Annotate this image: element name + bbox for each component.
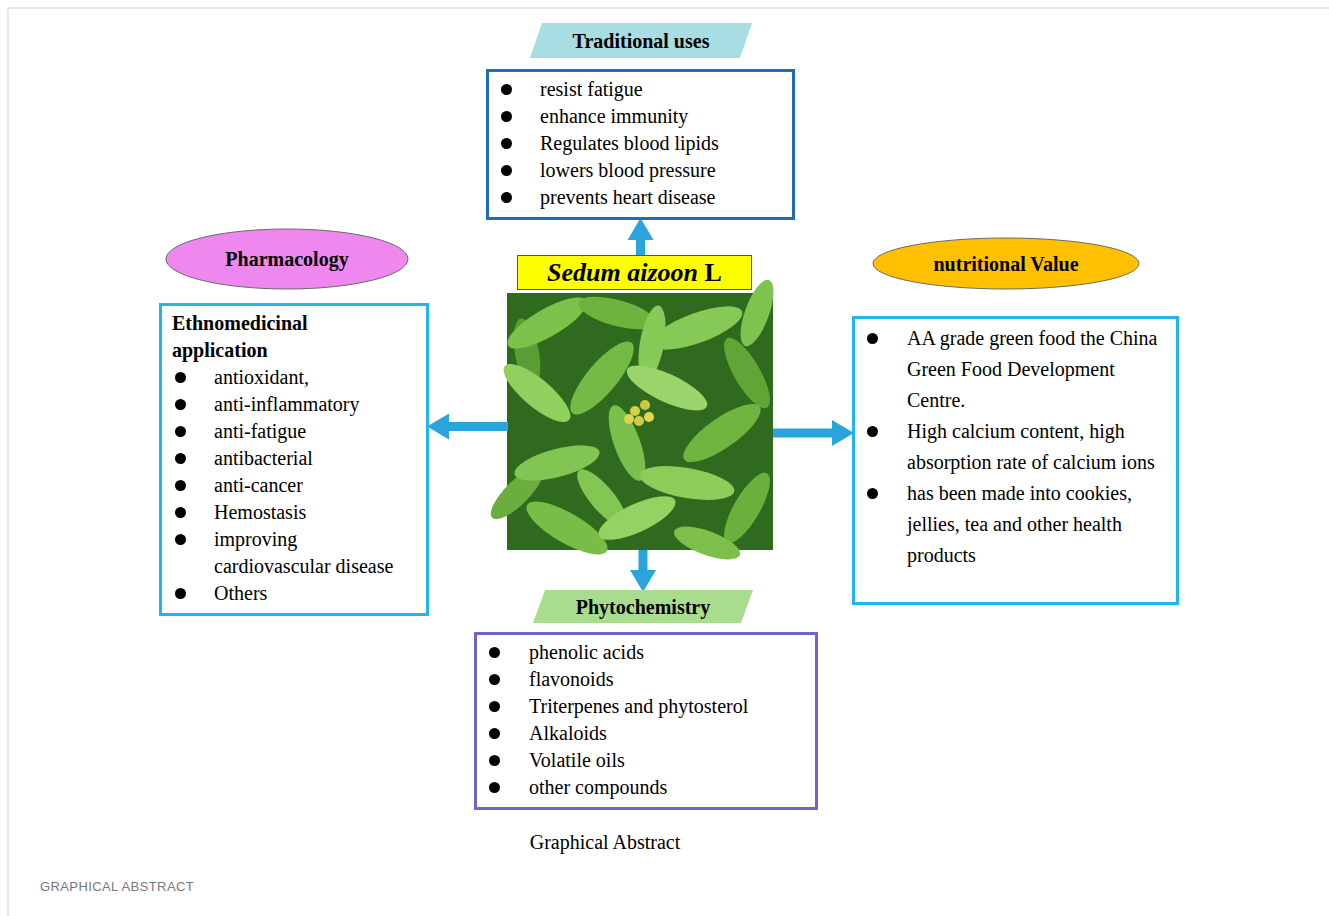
list-row: lowers blood pressure — [540, 157, 781, 184]
arrow-connector — [449, 422, 508, 431]
list-row: prevents heart disease — [540, 184, 781, 211]
list-box: resist fatigueenhance immunityRegulates … — [486, 69, 795, 220]
list-item: AA grade green food the China Green Food… — [907, 323, 1165, 416]
list-item: other compounds — [529, 774, 804, 801]
bullet-dot — [489, 782, 500, 793]
bullet-dot — [175, 372, 186, 383]
list-row: antibacterial — [214, 445, 415, 472]
list-item: anti-cancer — [214, 472, 415, 499]
list-row: has been made into cookies, jellies, tea… — [907, 478, 1165, 571]
list-row: enhance immunity — [540, 103, 781, 130]
figure-caption: Graphical Abstract — [430, 830, 780, 854]
list-item: has been made into cookies, jellies, tea… — [907, 478, 1165, 571]
list-row: flavonoids — [529, 666, 804, 693]
list-box: phenolic acidsflavonoidsTriterpenes and … — [474, 632, 818, 810]
section-title: nutritional Value — [933, 253, 1078, 275]
list-item: anti-inflammatory — [214, 391, 415, 418]
bullet-dot — [501, 165, 512, 176]
section-banner: Phytochemistry — [533, 590, 753, 623]
bullet-dot — [489, 701, 500, 712]
bullet-dot — [175, 588, 186, 599]
list-item: Regulates blood lipids — [540, 130, 781, 157]
bullet-dot — [175, 399, 186, 410]
bullet-dot — [175, 507, 186, 518]
bullet-dot — [867, 488, 878, 499]
section-title: Traditional uses — [573, 30, 710, 52]
list-row: anti-inflammatory — [214, 391, 415, 418]
bullet-dot — [175, 480, 186, 491]
list-item: Triterpenes and phytosterol — [529, 693, 804, 720]
list-row: AA grade green food the China Green Food… — [907, 323, 1165, 416]
bullet-dot — [489, 728, 500, 739]
list-item: Volatile oils — [529, 747, 804, 774]
bullet-dot — [489, 674, 500, 685]
list-item: antioxidant, — [214, 364, 415, 391]
list-row: Volatile oils — [529, 747, 804, 774]
list-row: antioxidant, — [214, 364, 415, 391]
bullet-dot — [175, 534, 186, 545]
list-item: phenolic acids — [529, 639, 804, 666]
bullet-dot — [175, 453, 186, 464]
bullet-dot — [501, 138, 512, 149]
bullet-dot — [489, 755, 500, 766]
arrow-connector — [773, 429, 832, 438]
bullet-dot — [867, 426, 878, 437]
list-box: AA grade green food the China Green Food… — [852, 316, 1179, 605]
section-banner: Traditional uses — [530, 23, 752, 58]
arrow-connector — [639, 550, 648, 570]
list-row: improving cardiovascular disease — [214, 526, 415, 580]
arrow-connector — [636, 240, 645, 255]
bullet-dot — [175, 426, 186, 437]
list-item: Others — [214, 580, 415, 607]
list-item: resist fatigue — [540, 76, 781, 103]
list-item: lowers blood pressure — [540, 157, 781, 184]
frame-line — [8, 8, 9, 916]
section-title: Phytochemistry — [576, 596, 710, 618]
section-ellipse: Pharmacology — [165, 228, 409, 290]
plant-node: Sedum aizoon L — [508, 255, 773, 550]
list-item: antibacterial — [214, 445, 415, 472]
list-row: other compounds — [529, 774, 804, 801]
list-row: High calcium content, high absorption ra… — [907, 416, 1165, 478]
list-row: Regulates blood lipids — [540, 130, 781, 157]
list-item: flavonoids — [529, 666, 804, 693]
list-item: enhance immunity — [540, 103, 781, 130]
list-row: resist fatigue — [540, 76, 781, 103]
list-row: anti-fatigue — [214, 418, 415, 445]
bullet-dot — [501, 192, 512, 203]
bullet-dot — [501, 111, 512, 122]
list-item: improving cardiovascular disease — [214, 526, 415, 580]
species-name: Sedum aizoon L — [547, 260, 722, 286]
plant-photo — [484, 276, 780, 566]
list-item: prevents heart disease — [540, 184, 781, 211]
list-row: Triterpenes and phytosterol — [529, 693, 804, 720]
section-label: GRAPHICAL ABSTRACT — [40, 879, 194, 895]
list-heading: Ethnomedicinal application — [172, 310, 372, 364]
bullet-dot — [867, 333, 878, 344]
list-box: Ethnomedicinal applicationantioxidant,an… — [159, 303, 429, 616]
list-row: anti-cancer — [214, 472, 415, 499]
list-item: anti-fatigue — [214, 418, 415, 445]
list-row: Others — [214, 580, 415, 607]
list-item: Alkaloids — [529, 720, 804, 747]
list-item: Hemostasis — [214, 499, 415, 526]
bullet-dot — [501, 84, 512, 95]
title-label: Sedum aizoon L — [517, 255, 752, 290]
list-row: phenolic acids — [529, 639, 804, 666]
section-title: Pharmacology — [225, 248, 348, 270]
section-ellipse: nutritional Value — [872, 237, 1140, 290]
frame-line — [8, 8, 1329, 9]
list-row: Hemostasis — [214, 499, 415, 526]
list-row: Alkaloids — [529, 720, 804, 747]
list-item: High calcium content, high absorption ra… — [907, 416, 1165, 478]
bullet-dot — [489, 647, 500, 658]
